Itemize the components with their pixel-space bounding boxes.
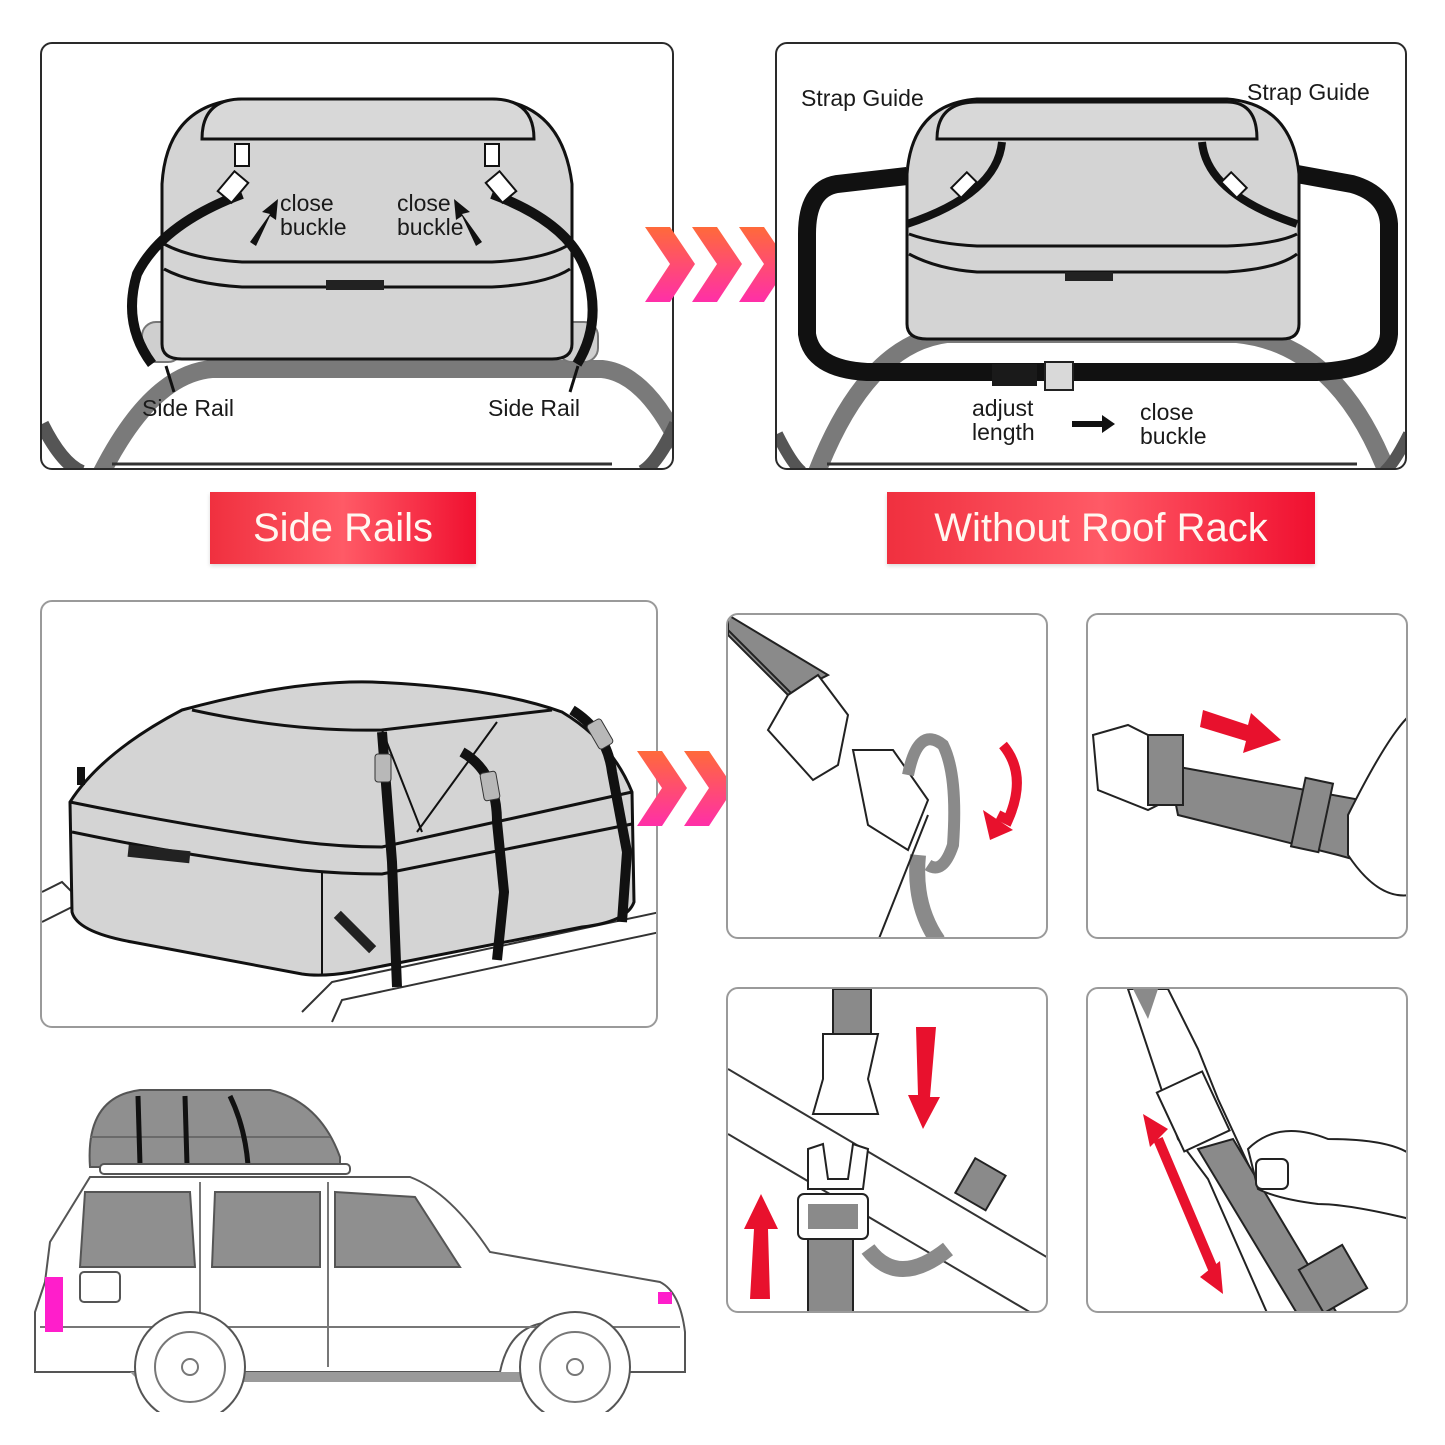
label-line: adjust [972,395,1034,421]
label-line: buckle [1140,423,1207,449]
without-roof-rack-diagram-panel: Strap Guide Strap Guide adjust length cl… [775,42,1407,470]
side-rail-label-left: Side Rail [142,395,235,421]
step-4-illustration [1126,989,1406,1311]
close-buckle-label-left: close buckle [280,191,346,239]
without-roof-rack-illustration [777,97,1405,468]
cargo-bag-on-rack-panel [40,600,658,1028]
side-rails-diagram-panel: close buckle close buckle Side Rail Side… [40,42,674,470]
step-1-thread-buckle-panel [726,613,1048,939]
side-rails-illustration [42,97,672,468]
step-3-illustration [728,989,1046,1311]
close-buckle-label-right: close buckle [397,191,463,239]
step-4-adjust-length-panel [1086,987,1408,1313]
side-rail-label-right: Side Rail [488,395,581,421]
label-line: length [972,419,1035,445]
cargo-bag-perspective-illustration [42,680,656,1023]
label-line: close [1140,399,1194,425]
step-2-illustration [1091,710,1406,897]
step-3-insert-buckle-panel [726,987,1048,1313]
strap-guide-label-right: Strap Guide [1247,79,1370,105]
label-line: buckle [280,214,347,240]
side-rails-banner: Side Rails [210,492,476,564]
suv-with-roof-bag-illustration [34,1089,686,1412]
label-line: close [280,190,334,216]
step-1-illustration [728,615,1022,937]
label-line: close [397,190,451,216]
label-line: buckle [397,214,464,240]
step-2-pull-strap-panel [1086,613,1408,939]
chevron-arrows-icon [645,227,789,302]
adjust-length-label: adjust length [972,396,1035,444]
close-buckle-label: close buckle [1140,400,1206,448]
without-roof-rack-banner: Without Roof Rack [887,492,1315,564]
strap-guide-label-left: Strap Guide [801,85,924,111]
